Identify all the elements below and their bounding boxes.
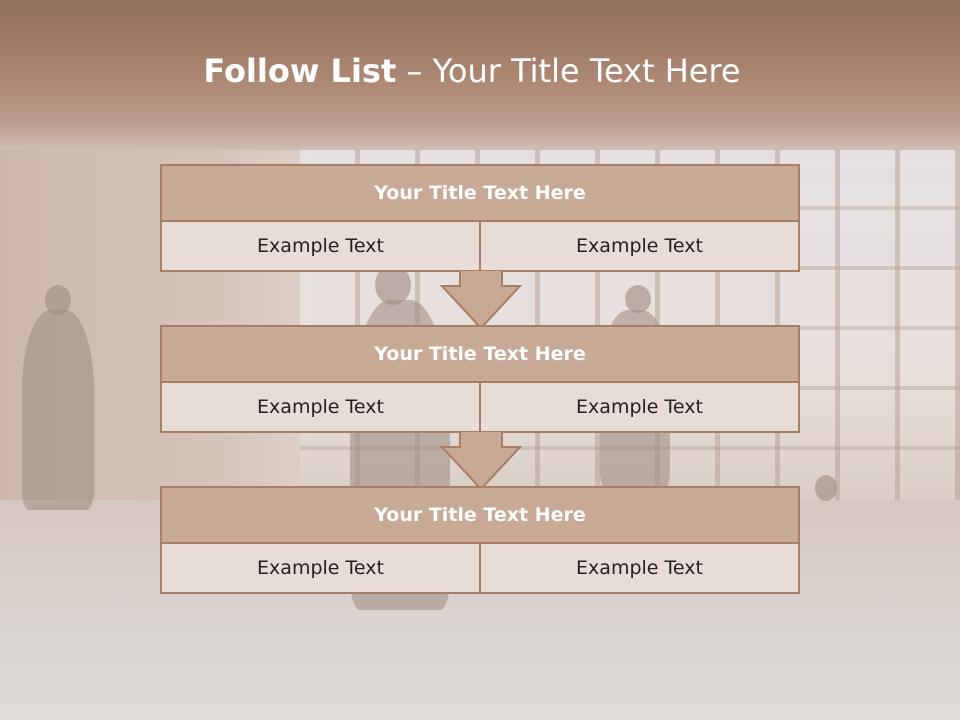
person-silhouette bbox=[22, 310, 94, 510]
block-cell-right: Example Text bbox=[481, 222, 798, 270]
block-cell-left: Example Text bbox=[162, 383, 481, 431]
down-arrow-icon bbox=[440, 270, 522, 330]
list-block-2: Your Title Text Here Example Text Exampl… bbox=[160, 325, 800, 433]
block-row: Example Text Example Text bbox=[162, 222, 798, 270]
list-block-3: Your Title Text Here Example Text Exampl… bbox=[160, 486, 800, 594]
person-silhouette-head bbox=[815, 475, 837, 501]
block-header: Your Title Text Here bbox=[162, 327, 798, 383]
slide-title: Follow List – Your Title Text Here bbox=[0, 52, 944, 90]
block-cell-left: Example Text bbox=[162, 544, 481, 592]
slide-title-bold: Follow List bbox=[203, 52, 397, 90]
block-row: Example Text Example Text bbox=[162, 383, 798, 431]
list-block-1: Your Title Text Here Example Text Exampl… bbox=[160, 164, 800, 272]
block-cell-right: Example Text bbox=[481, 383, 798, 431]
block-cell-right: Example Text bbox=[481, 544, 798, 592]
block-row: Example Text Example Text bbox=[162, 544, 798, 592]
block-header: Your Title Text Here bbox=[162, 166, 798, 222]
block-cell-left: Example Text bbox=[162, 222, 481, 270]
block-header: Your Title Text Here bbox=[162, 488, 798, 544]
down-arrow-icon bbox=[440, 431, 522, 491]
person-silhouette-head bbox=[625, 285, 651, 313]
slide-title-rest: – Your Title Text Here bbox=[396, 52, 741, 90]
